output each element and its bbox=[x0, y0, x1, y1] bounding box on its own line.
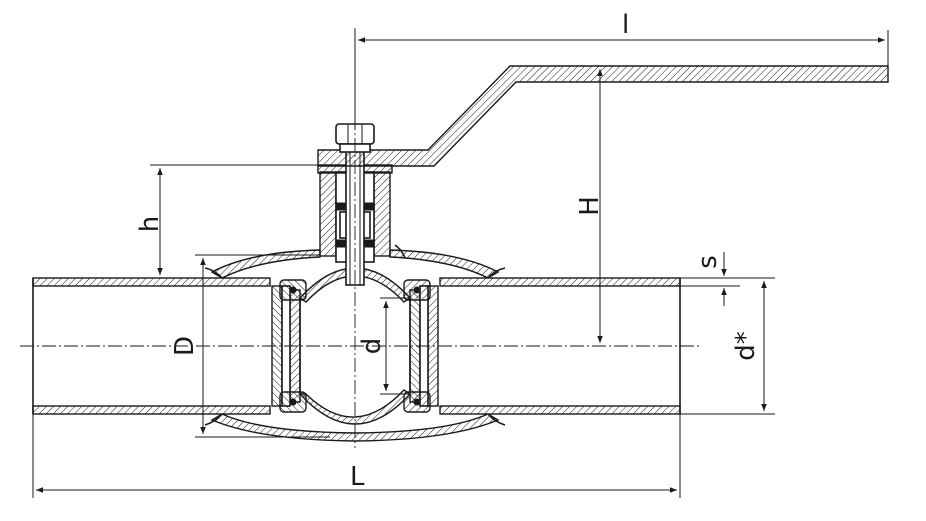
right-pipe bbox=[439, 277, 681, 415]
dimension-h-lower: h bbox=[135, 164, 318, 279]
dim-label-h: h bbox=[135, 216, 165, 232]
dim-label-L: L bbox=[350, 462, 365, 492]
dimension-L: L bbox=[32, 414, 681, 498]
dim-label-l: l bbox=[622, 10, 629, 40]
dim-label-H: H bbox=[575, 196, 605, 216]
dim-label-s: s bbox=[693, 255, 723, 269]
valve-body bbox=[204, 244, 506, 442]
dim-label-d-star: d* bbox=[731, 331, 761, 361]
dimension-s: s bbox=[680, 252, 740, 306]
dimension-D: D bbox=[170, 254, 330, 438]
dim-label-d: d bbox=[357, 338, 387, 355]
dim-label-D: D bbox=[170, 336, 200, 356]
dimension-d-star: d* bbox=[680, 277, 775, 415]
dimension-d: d bbox=[357, 297, 410, 395]
handle-lever bbox=[317, 65, 889, 167]
dimension-h-upper: H bbox=[575, 69, 605, 343]
dimension-l: l bbox=[354, 10, 889, 130]
ball bbox=[298, 267, 412, 425]
